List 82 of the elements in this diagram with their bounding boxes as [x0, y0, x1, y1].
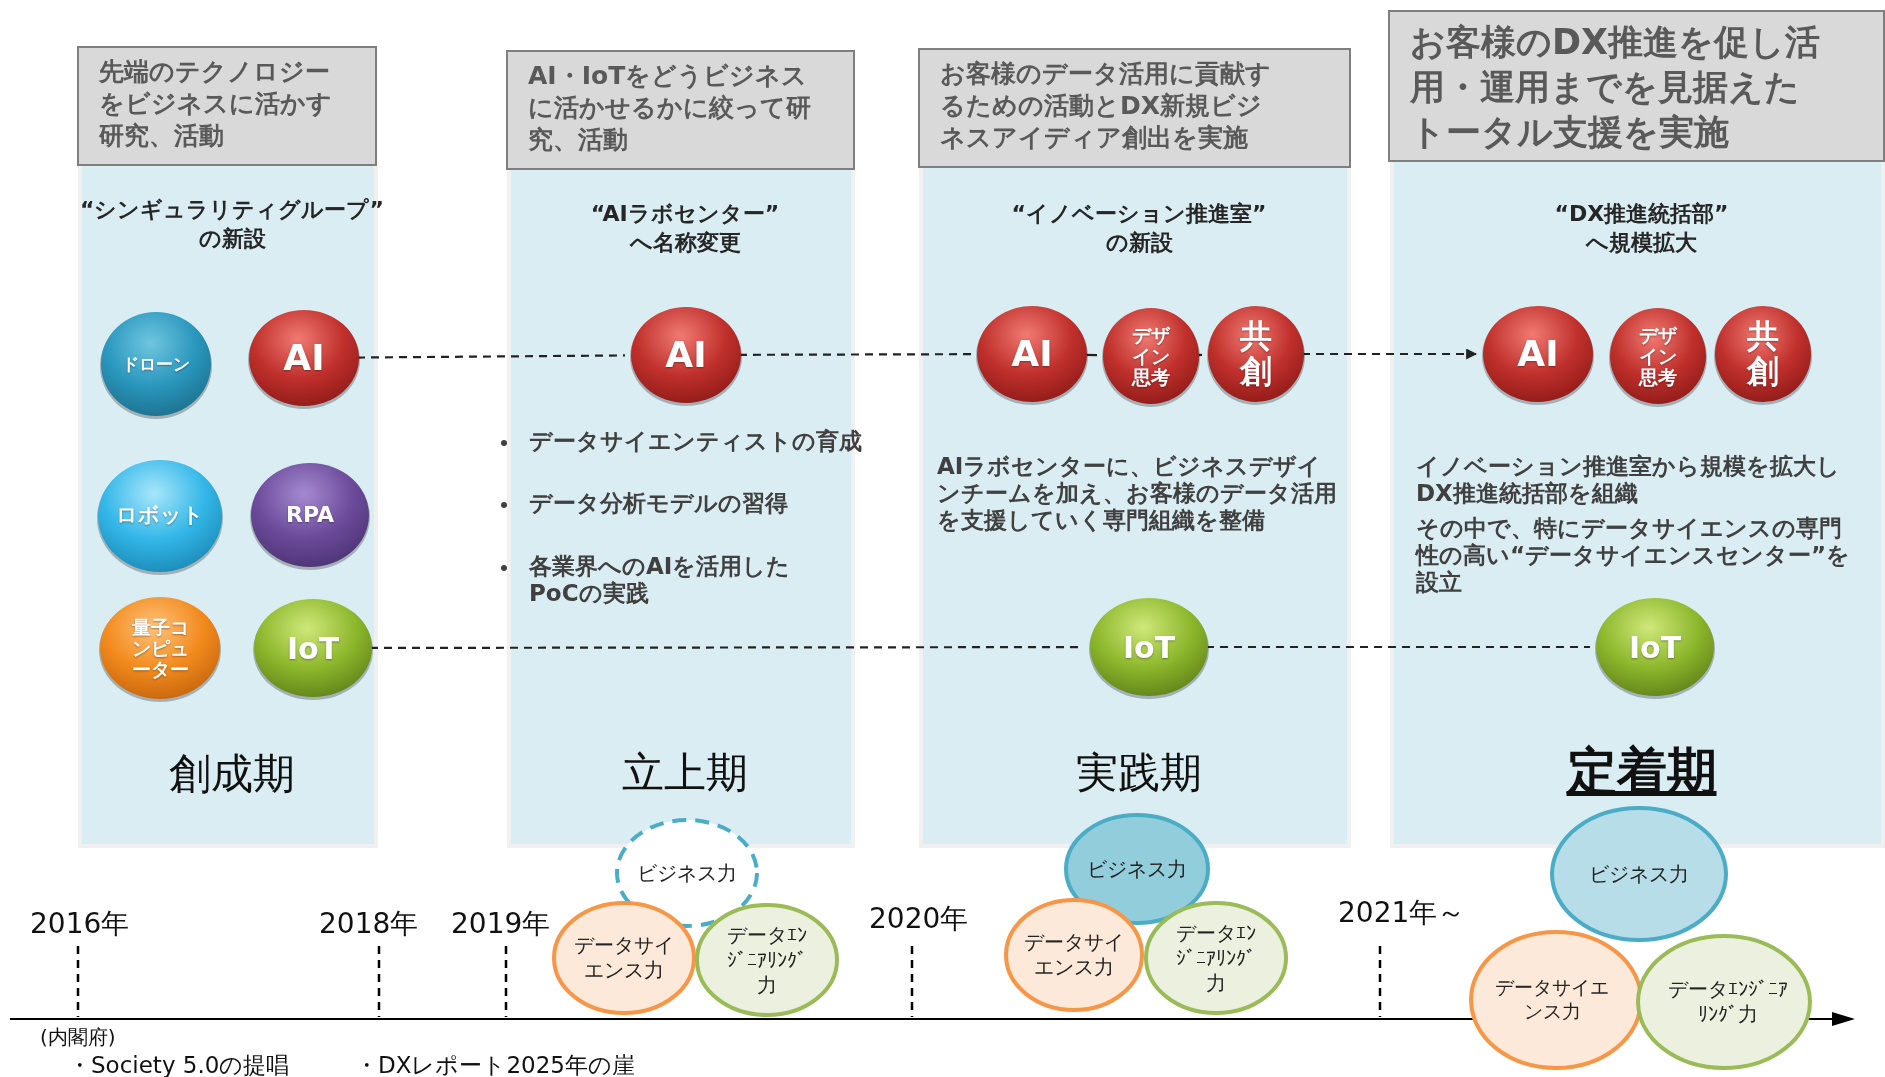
description-text: AIラボセンターに、ビジネスデザインチームを加え、お客様のデータ活用を支援していく専門組織を整備	[937, 453, 1338, 534]
unit-name: “イノベーション推進室”の新設	[1010, 200, 1268, 257]
circle-label: データｴﾝｼﾞﾆｱﾘﾝｸﾞ力	[1175, 920, 1257, 996]
heading-text: AI・IoTをどうビジネスに活かせるかに絞って研究、活動	[528, 60, 812, 156]
phase-panel	[919, 168, 1351, 848]
topic-circle	[1206, 304, 1306, 404]
circle-label: 共創	[1746, 318, 1780, 390]
topic-circle	[1608, 306, 1708, 406]
circle-label: RPA	[284, 502, 336, 528]
topic-circle	[249, 461, 371, 569]
connector-line	[357, 354, 625, 359]
description-text: イノベーション推進室から規模を拡大しDX推進統括部を組織	[1416, 453, 1841, 507]
circle-label: 量子コンピューター	[130, 616, 190, 680]
circle-label: IoT	[285, 631, 341, 665]
phase-title: 創成期	[168, 748, 296, 800]
topic-circle	[252, 597, 374, 699]
year-label: 2019年	[451, 906, 551, 942]
topic-circle	[99, 310, 213, 418]
circle-label: 共創	[1239, 318, 1273, 390]
circle-label: ビジネス力	[1086, 856, 1188, 882]
circle-label: ビジネス力	[1588, 861, 1690, 887]
skill-circle	[552, 901, 696, 1015]
circle-label: ビジネス力	[636, 860, 738, 886]
skill-circle	[1064, 813, 1210, 925]
description-text: その中で、特にデータサイエンスの専門性の高い“データサイエンスセンター”を設立	[1416, 515, 1852, 596]
topic-circle	[1594, 596, 1716, 698]
heading-box	[77, 46, 377, 166]
circle-label: データサイエンス力	[1023, 930, 1125, 980]
bullet-item: データサイエンティストの育成	[529, 428, 863, 455]
circle-label: デザイン思考	[1130, 324, 1172, 388]
unit-name: “DX推進統括部”へ規模拡大	[1553, 200, 1730, 257]
bullet-item: データ分析モデルの習得	[529, 490, 789, 517]
heading-box	[918, 48, 1351, 168]
circle-label: ロボット	[115, 504, 205, 528]
topic-circle	[975, 304, 1089, 404]
phase-title: 定着期	[1565, 741, 1718, 802]
topic-circle	[629, 305, 743, 405]
circle-label: データサイエンス力	[573, 933, 675, 983]
unit-name: “AIラボセンター”へ名称変更	[589, 200, 781, 257]
circle-label: ドローン	[121, 354, 191, 374]
circle-label: データｴﾝｼﾞﾆｱﾘﾝｸﾞ力	[1668, 977, 1788, 1027]
skill-circle	[1550, 806, 1728, 942]
topic-circle	[1088, 596, 1210, 698]
skill-circle	[1636, 934, 1812, 1070]
year-label: 2016年	[30, 906, 130, 942]
bullet-item: 各業界へのAIを活用したPoCの実践	[529, 553, 792, 607]
heading-box	[506, 50, 855, 170]
topic-circle	[1713, 304, 1813, 404]
phase-title: 立上期	[621, 747, 749, 799]
note-text: (内閣府)	[40, 1024, 116, 1051]
note-text: ・DXレポート2025年の崖	[355, 1051, 635, 1077]
connector-line	[739, 353, 971, 356]
note-text: ・Society 5.0の提唱	[68, 1051, 290, 1077]
circle-label: IoT	[1121, 630, 1177, 664]
circle-label: AI	[664, 335, 708, 375]
skill-circle	[1144, 901, 1288, 1015]
skill-circle	[695, 903, 839, 1017]
topic-circle	[96, 458, 224, 574]
circle-label: AI	[282, 338, 326, 378]
year-label: 2021年～	[1338, 895, 1466, 931]
topic-circle	[98, 595, 222, 701]
unit-name: “シンギュラリティグループ”の新設	[79, 196, 385, 253]
skill-circle	[1469, 930, 1643, 1070]
circle-label: IoT	[1627, 630, 1683, 664]
circle-label: AI	[1010, 334, 1054, 374]
topic-circle	[1481, 304, 1595, 404]
phase-title: 実践期	[1075, 747, 1203, 799]
circle-label: AI	[1516, 334, 1560, 374]
heading-box	[1388, 10, 1885, 162]
skill-circle	[1004, 898, 1144, 1012]
heading-text: お客様のデータ活用に貢献するための活動とDX新規ビジネスアイディア創出を実施	[940, 58, 1272, 154]
year-label: 2018年	[319, 906, 419, 942]
heading-text: 先端のテクノロジーをビジネスに活かす研究、活動	[99, 56, 333, 152]
skill-circle	[615, 818, 759, 928]
phase-panel	[1390, 162, 1885, 848]
topic-circle	[1101, 306, 1201, 406]
heading-text: お客様のDX推進を促し活用・運用までを見据えたトータル支援を実施	[1410, 21, 1822, 154]
circle-label: データｴﾝｼﾞﾆｱﾘﾝｸﾞ力	[726, 922, 808, 998]
circle-label: データサイエンス力	[1494, 976, 1610, 1024]
topic-circle	[247, 308, 361, 408]
circle-label: デザイン思考	[1637, 324, 1679, 388]
year-label: 2020年	[869, 901, 969, 937]
